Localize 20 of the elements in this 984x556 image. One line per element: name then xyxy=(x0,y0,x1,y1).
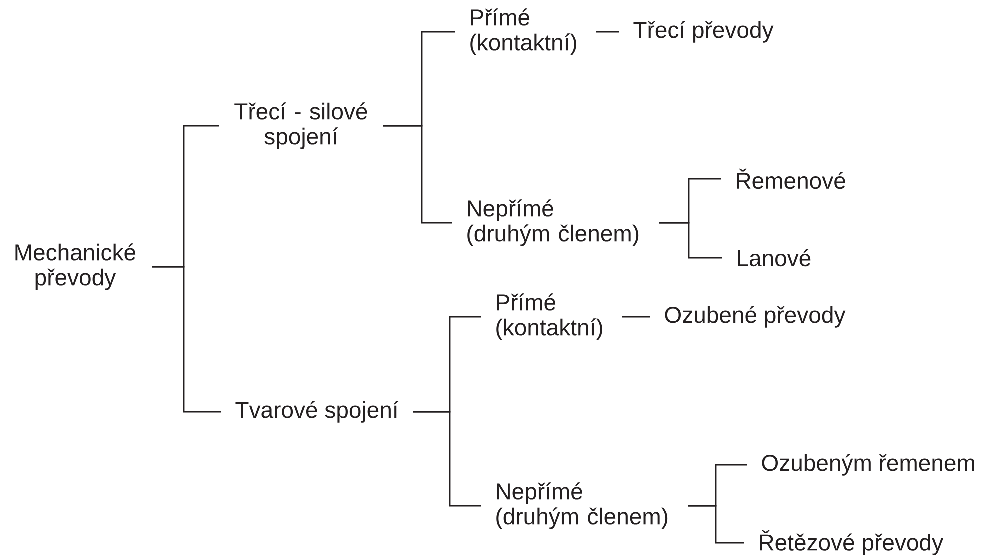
category-label: Přímé (kontaktní) xyxy=(496,294,602,340)
connector-line xyxy=(596,31,619,33)
connector-line xyxy=(622,316,650,318)
category-label: Třecí - silové spojení xyxy=(234,102,368,150)
category-label: Přímé (kontaktní) xyxy=(470,8,576,56)
category-label: Tvarové spojení xyxy=(236,401,399,423)
category-label: Třecí převody xyxy=(634,21,774,43)
connector-line xyxy=(688,505,744,544)
category-label: Řetězové převody xyxy=(760,530,944,556)
category-label: Nepřímé (druhým členem) xyxy=(496,482,668,530)
connector-line xyxy=(659,222,722,259)
category-label: Mechanické převody xyxy=(16,244,136,290)
connector-line xyxy=(413,411,481,507)
category-label: Lanové xyxy=(738,249,811,267)
category-label: Nepřímé (druhým členem) xyxy=(468,200,639,246)
category-label: Ozubené převody xyxy=(665,306,846,328)
connector-line xyxy=(383,125,452,224)
category-label: Ozubeným řemenem xyxy=(762,454,974,476)
category-label: Řemenové xyxy=(737,168,846,190)
connector-line xyxy=(152,266,221,413)
